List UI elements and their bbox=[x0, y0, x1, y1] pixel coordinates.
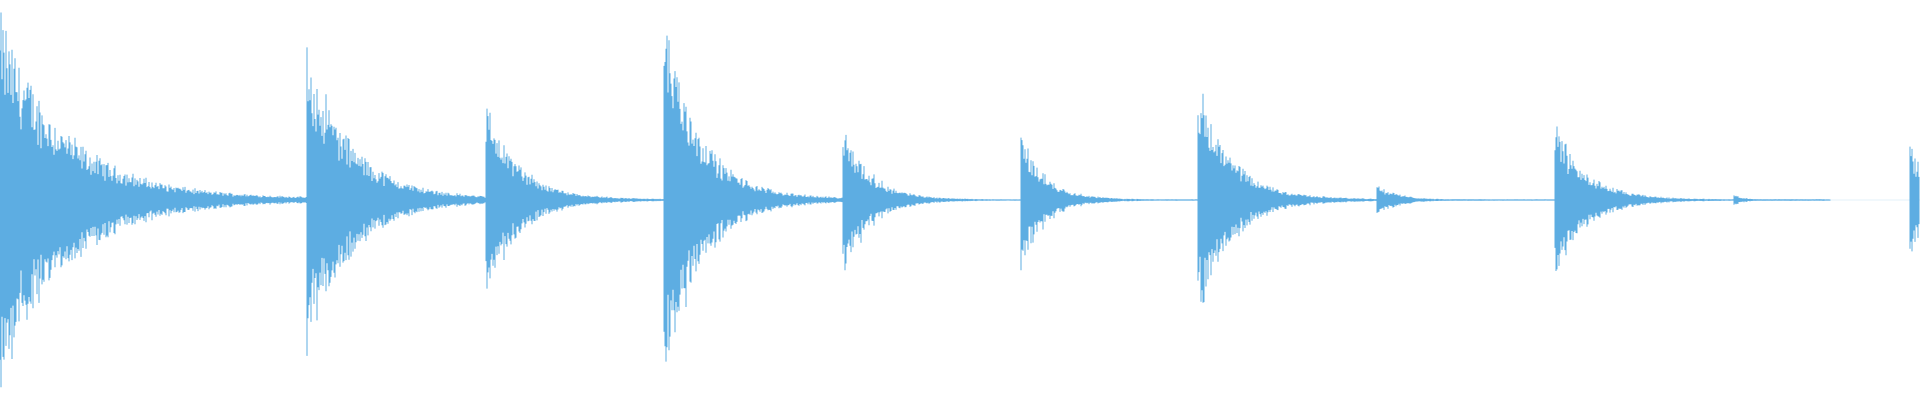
waveform-bars bbox=[0, 12, 1920, 388]
waveform-transient bbox=[1909, 146, 1920, 252]
waveform-transient bbox=[1733, 195, 1831, 205]
waveform-transient bbox=[1376, 186, 1570, 213]
